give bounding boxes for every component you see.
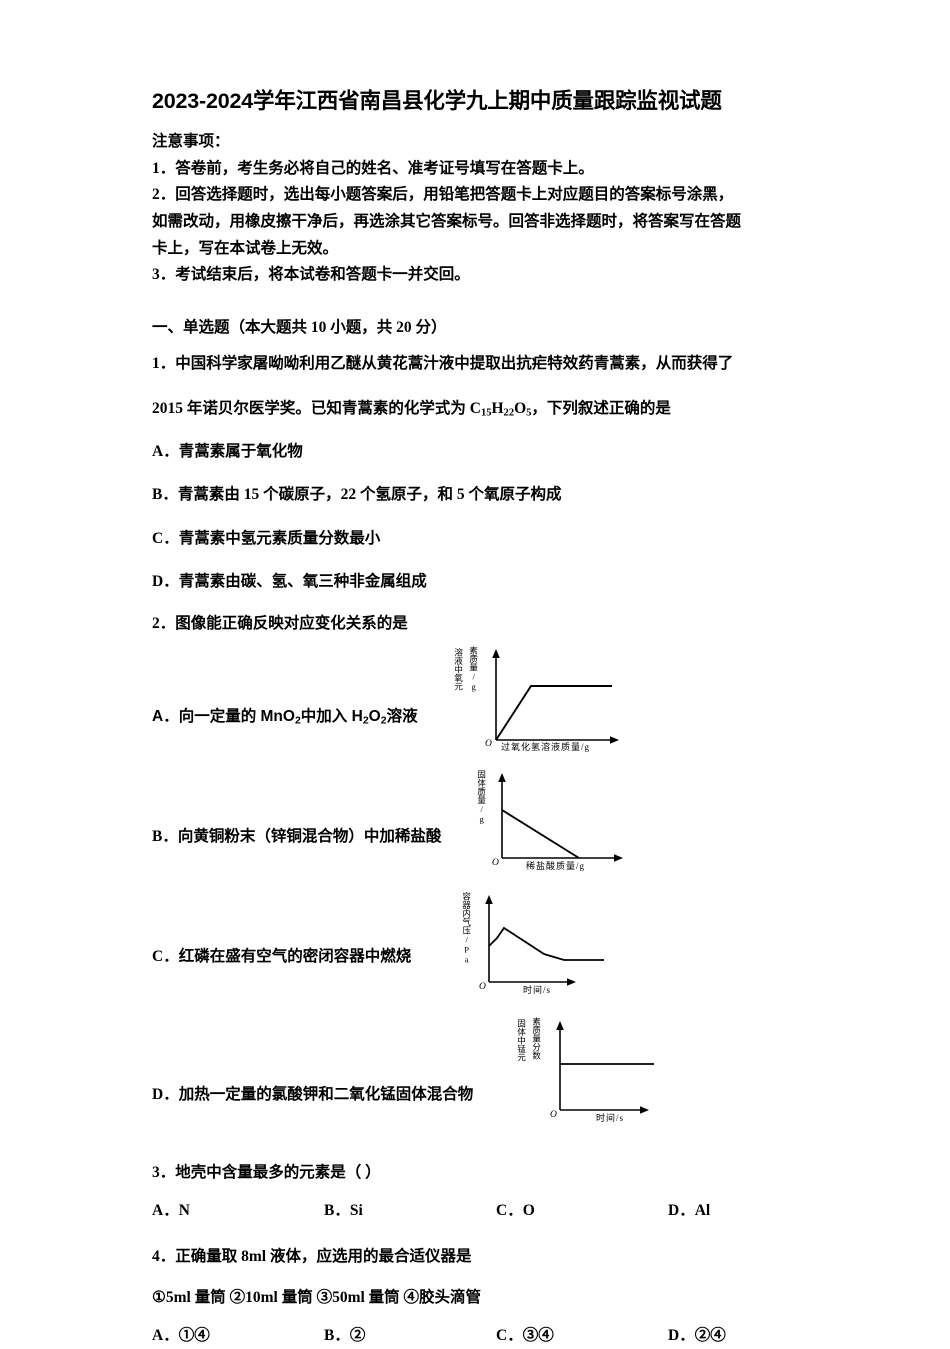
question-2-option-d-label[interactable]: D．加热一定量的氯酸钾和二氧化锰固体混合物 [152,1085,474,1103]
option-a-sub-3: 2 [380,713,387,726]
notice-line-5: 3．考试结束后，将本试卷和答题卡一并交回。 [152,266,470,284]
question-2-option-a-row: A．向一定量的 MnO2中加入 H2O2溶液 溶液中氧元 素质量/g O 过氧化… [152,638,812,766]
option-a-suffix: 溶液 [386,707,418,725]
question-2-option-c-label[interactable]: C．红磷在盛有空气的密闭容器中燃烧 [152,947,412,965]
document-page: 2023-2024学年江西省南昌县化学九上期中质量跟踪监视试题 注意事项： 1．… [152,0,812,1349]
notice-heading: 注意事项： [152,132,230,150]
question-4-option-c[interactable]: C．③④ [496,1326,554,1344]
notice-line-3: 如需改动，用橡皮擦干净后，再选涂其它答案标号。回答非选择题时，将答案写在答题 [152,212,742,230]
question-1-stem-pre: 2015 年诺贝尔医学奖。已知青蒿素的化学式为 C [152,399,481,417]
question-4-option-a[interactable]: A．①④ [152,1326,210,1344]
section-heading: 一、单选题（本大题共 10 小题，共 20 分） [152,318,447,336]
question-2-option-b-row: B．向黄铜粉末（锌铜混合物）中加稀盐酸 固体质量/g O 稀盐酸质量/g [152,766,812,888]
chart-a-xlabel: 过氧化氢溶液质量/g [501,741,591,752]
chart-b: 固体质量/g O 稀盐酸质量/g [464,766,644,876]
chart-d-ylabel-col-2: 素质量分数 [531,1016,542,1060]
notice-line-1: 1．答卷前，考生务必将自己的姓名、准考证号填写在答题卡上。 [152,159,594,177]
question-1-option-d[interactable]: D．青蒿素由碳、氢、氧三种非金属组成 [152,572,427,590]
option-a-sub-1: 2 [294,713,301,726]
question-3-option-c[interactable]: C．O [496,1201,535,1219]
question-3-stem: 3．地壳中含量最多的元素是（ ） [152,1163,381,1181]
question-2-stem: 2．图像能正确反映对应变化关系的是 [152,615,408,633]
option-a-mid: 中加入 H [300,707,363,725]
question-4-answers: A．①④ B．② C．③④ D．②④ [152,1323,812,1349]
question-3-option-b[interactable]: B．Si [324,1201,363,1219]
chart-b-ylabel: 固体质量/g [476,769,487,824]
chart-c-xlabel: 时间/s [523,984,552,995]
formula-sub-h: 22 [503,406,515,418]
question-4-option-b[interactable]: B．② [324,1326,366,1344]
question-4-option-d[interactable]: D．②④ [668,1326,726,1344]
formula-h: H [491,399,504,417]
chart-a-ylabel-col-1: 溶液中氧元 [453,647,464,691]
formula-sub-c: 15 [480,406,492,418]
formula-sub-o: 5 [526,406,532,418]
chart-a: 溶液中氧元 素质量/g O 过氧化氢溶液质量/g [452,644,632,754]
formula-o: O [514,399,527,417]
option-a-mid-2: O [368,707,381,725]
notice-block: 注意事项： 1．答卷前，考生务必将自己的姓名、准考证号填写在答题卡上。 2．回答… [152,129,812,289]
chart-c: 容器内气压/Pa O 时间/s [449,888,629,1000]
question-2-option-b-label[interactable]: B．向黄铜粉末（锌铜混合物）中加稀盐酸 [152,827,442,845]
question-4-stem: 4．正确量取 8ml 液体，应选用的最合适仪器是 [152,1248,472,1266]
chart-b-xlabel: 稀盐酸质量/g [526,860,586,871]
question-3-answers: A．N B．Si C．O D．Al [152,1198,812,1224]
question-3-option-a[interactable]: A．N [152,1201,190,1219]
question-1-stem-line-2: 2015 年诺贝尔医学奖。已知青蒿素的化学式为 C15H22O5，下列叙述正确的… [152,396,812,422]
chart-c-ylabel: 容器内气压/Pa [461,891,472,965]
question-2-option-a-label[interactable]: A．向一定量的 MnO2中加入 H2O2溶液 [152,704,418,726]
page-title: 2023-2024学年江西省南昌县化学九上期中质量跟踪监视试题 [152,89,722,113]
question-2-option-d-row: D．加热一定量的氯酸钾和二氧化锰固体混合物 固体中锰元 素质量分数 O 时间/s [152,1014,812,1136]
chart-c-origin-label: O [479,981,486,992]
question-4-instrument-list: ①5ml 量筒 ②10ml 量筒 ③50ml 量筒 ④胶头滴管 [152,1288,482,1306]
notice-line-2: 2．回答选择题时，选出每小题答案后，用铅笔把答题卡上对应题目的答案标号涂黑， [152,186,734,204]
question-2-option-c-row: C．红磷在盛有空气的密闭容器中燃烧 容器内气压/Pa O 时间/s [152,888,812,1014]
chart-b-origin-label: O [492,857,499,868]
question-3-option-d[interactable]: D．Al [668,1201,711,1219]
option-a-sub-2: 2 [362,713,369,726]
chart-a-ylabel-col-2: 素质量/g [468,645,479,692]
question-1-option-b[interactable]: B．青蒿素由 15 个碳原子，22 个氢原子，和 5 个氧原子构成 [152,486,562,504]
chart-a-origin-label: O [485,738,492,749]
question-1-stem-post: ，下列叙述正确的是 [531,399,671,417]
chart-d-xlabel: 时间/s [596,1112,625,1123]
question-1-option-a[interactable]: A．青蒿素属于氧化物 [152,442,303,460]
chart-d-ylabel-col-1: 固体中锰元 [516,1018,527,1062]
question-1-option-c[interactable]: C．青蒿素中氢元素质量分数最小 [152,529,381,547]
option-a-prefix: A．向一定量的 MnO [152,707,295,725]
chart-d: 固体中锰元 素质量分数 O 时间/s [512,1014,702,1126]
chart-d-origin-label: O [550,1109,557,1120]
question-1-stem-line-1: 1．中国科学家屠呦呦利用乙醚从黄花蒿汁液中提取出抗疟特效药青蒿素，从而获得了 [152,355,734,373]
notice-line-4: 卡上，写在本试卷上无效。 [152,239,339,257]
